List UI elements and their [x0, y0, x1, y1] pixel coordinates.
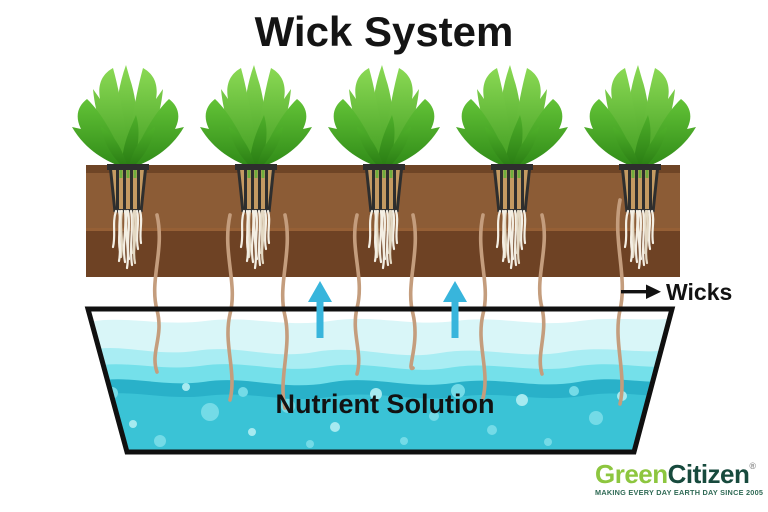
registered-mark-icon: ®: [749, 461, 756, 471]
wicks-label: Wicks: [666, 279, 732, 305]
wick-line: [225, 213, 235, 402]
nutrient-solution-label: Nutrient Solution: [276, 389, 495, 419]
greencitizen-logo: GreenCitizen® MAKING EVERY DAY EARTH DAY…: [595, 461, 765, 496]
logo-tagline: MAKING EVERY DAY EARTH DAY SINCE 2005: [595, 488, 764, 497]
capillary-up-arrow-icon: [308, 281, 332, 338]
reservoir-outline: [84, 306, 676, 455]
wick-line: [478, 213, 488, 400]
wick-line: [408, 213, 418, 370]
nutrient-solution-water: [91, 318, 669, 450]
page-title: Wick System: [254, 8, 514, 55]
logo-brand-first: Green: [595, 459, 668, 489]
capillary-up-arrow-icon: [443, 281, 467, 338]
reservoir: [88, 309, 672, 452]
logo-brand-text: GreenCitizen®: [595, 461, 765, 487]
logo-brand-second: Citizen: [667, 459, 750, 489]
wicks-pointer-arrow-icon: [621, 284, 661, 299]
wick-line: [280, 213, 290, 410]
